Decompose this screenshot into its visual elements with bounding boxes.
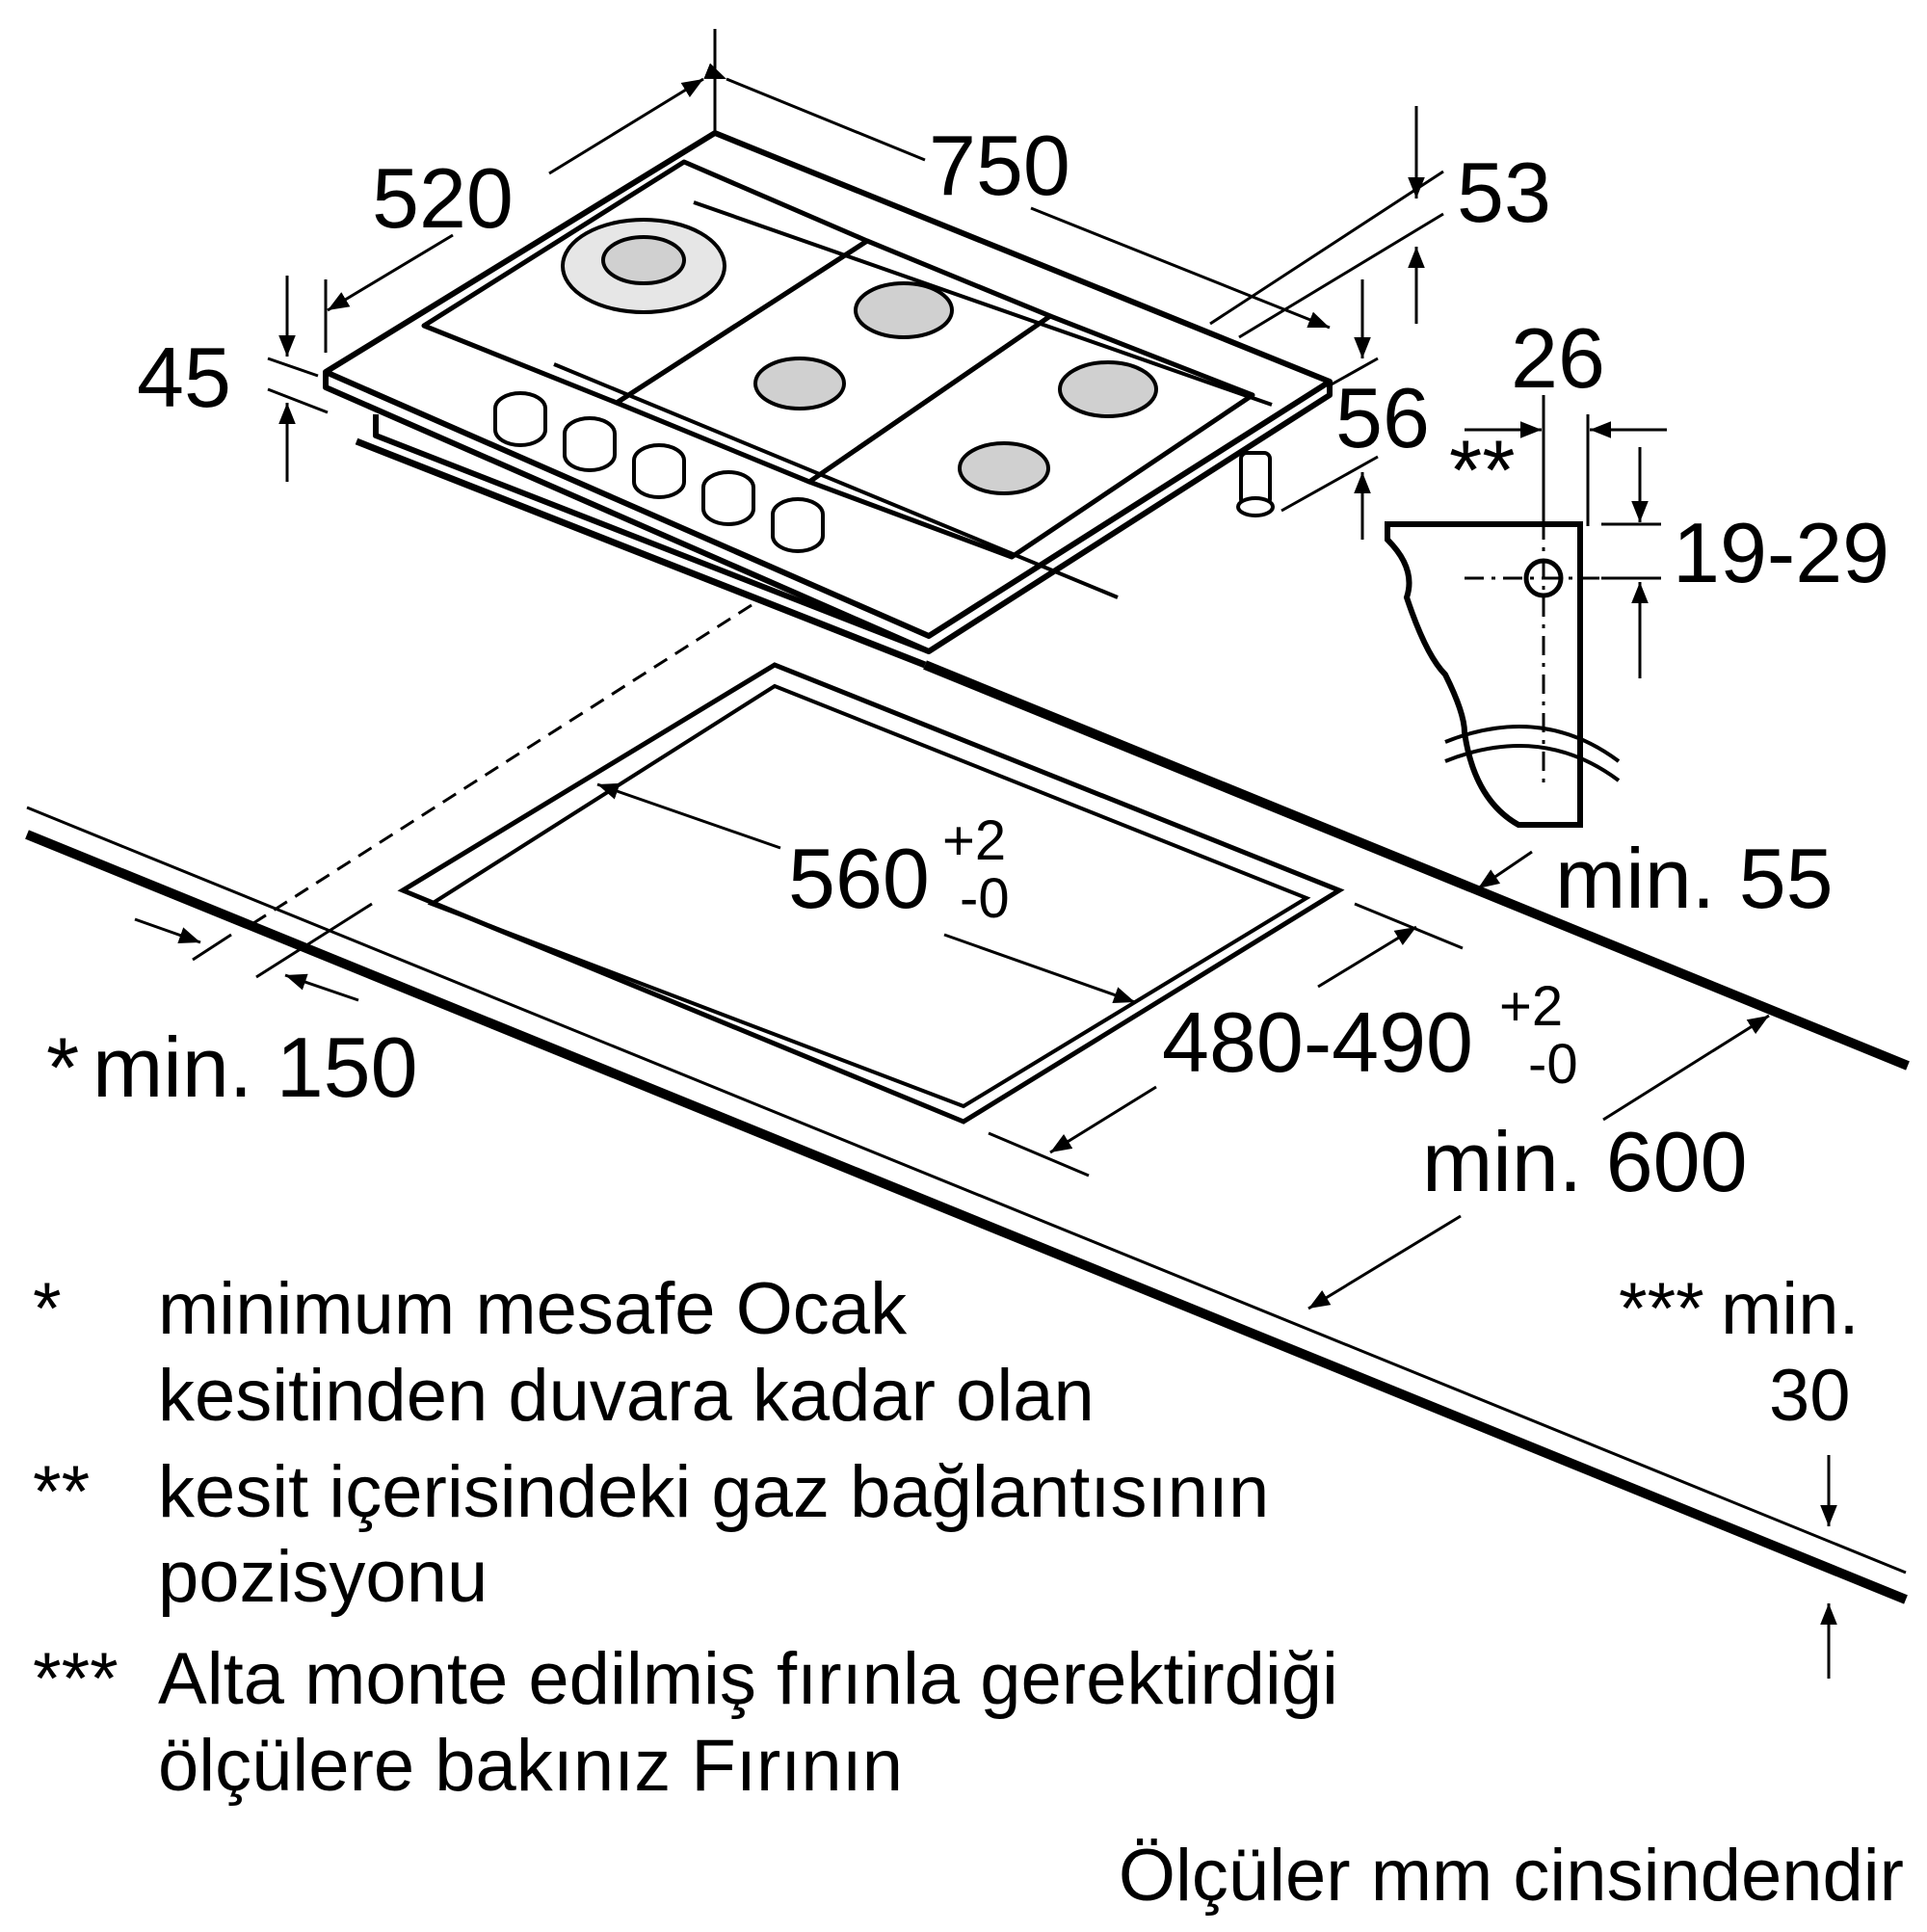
dim-cutout-width-tol-minus: -0: [960, 867, 1010, 930]
gas-detail-profile: [1385, 521, 1583, 828]
note-1-line-2: kesitinden duvara kadar olan: [158, 1355, 1095, 1437]
dim-depth: 520: [372, 150, 514, 246]
worktop: [25, 660, 1910, 1604]
control-knobs: [493, 391, 825, 553]
burner-rear-middle: [854, 281, 954, 339]
burner-front-middle: [753, 357, 846, 410]
burner-front-right: [958, 441, 1050, 495]
dim-worktop-value: 30: [1769, 1355, 1851, 1437]
dim-cutout-depth-tol-plus: +2: [1499, 975, 1563, 1038]
worktop-front-top-edge: [26, 806, 1907, 1575]
dim-cutout-width: 560: [788, 831, 930, 926]
burners: [561, 218, 1158, 495]
worktop-front-bottom-edge: [25, 830, 1908, 1604]
hob-drawing: [323, 130, 1333, 669]
hob-body-line: [355, 437, 927, 669]
cutout-inner: [427, 683, 1311, 1109]
dim-min-wall-marker: *: [46, 1019, 79, 1115]
dim-min-back: min. 55: [1555, 831, 1834, 926]
note-1-marker: *: [33, 1268, 62, 1350]
gas-marker: **: [1449, 422, 1516, 517]
hob-underside: [373, 414, 931, 654]
gas-detail: [1385, 405, 1657, 828]
dim-offset-top: 53: [1457, 145, 1551, 240]
grate-right: [806, 313, 1255, 560]
dim-worktop-marker: ***: [1619, 1268, 1704, 1350]
note-1-line-1: minimum mesafe Ocak: [158, 1268, 908, 1350]
burner-wok-cap: [601, 235, 686, 285]
projection-dashed-line: [250, 603, 752, 927]
note-2-line-1: kesit içerisindeki gaz bağlantısının: [158, 1451, 1269, 1533]
dim-cutout-depth: 480-490: [1162, 994, 1473, 1090]
footnotes: * minimum mesafe Ocak kesitinden duvara …: [33, 1268, 1904, 1917]
dim-height-back: 56: [1335, 370, 1430, 465]
dim-cutout-width-tol-plus: +2: [942, 809, 1006, 872]
gas-connector: [1236, 451, 1275, 517]
note-3-line-1: Alta monte edilmiş fırınla gerektirdiği: [158, 1638, 1338, 1720]
dim-min-front: min. 600: [1422, 1114, 1748, 1209]
units-note: Ölçüler mm cinsindendir: [1119, 1835, 1904, 1917]
dim-height-front: 45: [137, 330, 231, 425]
pan-supports: [421, 159, 1273, 599]
cutout-outer: [397, 662, 1345, 1125]
dimension-lines: [134, 29, 1837, 1679]
dim-min-wall: min. 150: [92, 1019, 418, 1115]
dim-gas-height: 19-29: [1673, 505, 1889, 600]
note-3-marker: ***: [33, 1638, 119, 1720]
dim-cutout-depth-tol-minus: -0: [1528, 1033, 1578, 1096]
note-2-line-2: pozisyonu: [158, 1536, 488, 1618]
burner-rear-right: [1058, 360, 1158, 418]
worktop-back-edge: [923, 660, 1910, 1071]
dimension-labels: 750 520 45 53 56 26 ** 19-29 560 +2 -0 4…: [46, 118, 1889, 1437]
note-3-line-2: ölçülere bakınız Fırının: [158, 1725, 903, 1807]
dim-worktop-min: min.: [1721, 1268, 1860, 1350]
note-2-marker: **: [33, 1451, 90, 1533]
dim-gas-offset: 26: [1511, 310, 1605, 406]
dim-width: 750: [929, 118, 1070, 213]
